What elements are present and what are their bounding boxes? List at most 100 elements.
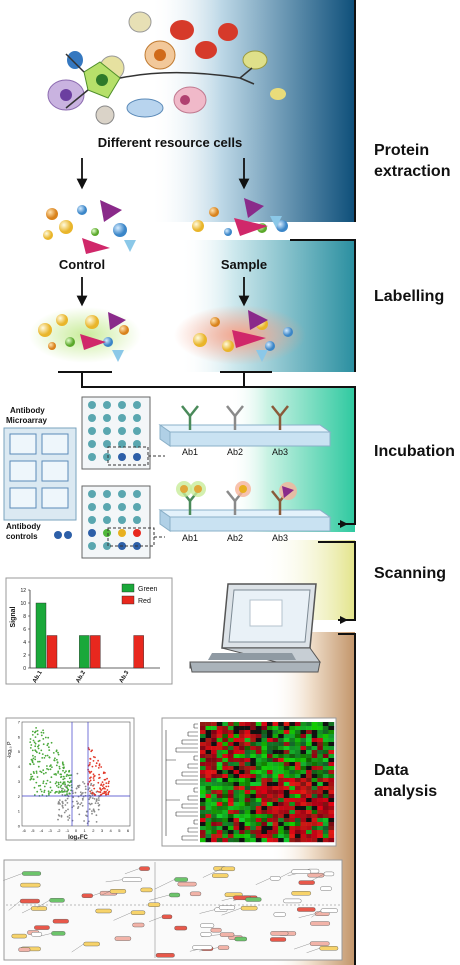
volcano-point: [89, 790, 91, 793]
heatmap-cell: [244, 818, 251, 823]
heatmap-cell: [283, 822, 290, 827]
heatmap-cell: [294, 746, 301, 751]
heatmap-cell: [289, 750, 296, 755]
volcano-y-tick: 2: [18, 794, 21, 799]
heatmap-cell: [244, 838, 251, 843]
heatmap-cell: [233, 734, 240, 739]
heatmap-cell: [233, 750, 240, 755]
heatmap-cell: [233, 778, 240, 783]
heatmap-cell: [244, 746, 251, 751]
heatmap-cell: [261, 802, 268, 807]
heatmap-cell: [200, 834, 206, 839]
heatmap-cell: [227, 802, 234, 807]
incubation-return-arrow: [340, 520, 348, 528]
heatmap-cell: [216, 734, 223, 739]
volcano-point: [95, 798, 98, 801]
heatmap-cell: [233, 830, 240, 835]
heatmap-cell: [272, 770, 279, 775]
heatmap-cell: [261, 834, 268, 839]
array-spot: [133, 503, 141, 511]
heatmap-cell: [255, 770, 262, 775]
heatmap-cell: [216, 778, 223, 783]
heatmap: [161, 717, 337, 847]
heatmap-cell: [311, 770, 318, 775]
heatmap-cell: [205, 746, 212, 751]
heatmap-cell: [300, 822, 307, 827]
volcano-point: [88, 787, 91, 789]
volcano-point: [67, 774, 70, 777]
volcano-point: [47, 736, 50, 739]
heatmap-cell: [239, 746, 245, 751]
heatmap-cell: [261, 758, 268, 763]
heatmap-cell: [278, 766, 284, 771]
dendrogram-branch: [187, 795, 198, 801]
heatmap-cell: [267, 786, 273, 791]
heatmap-cell: [300, 762, 307, 767]
volcano-point: [98, 763, 101, 766]
heatmap-cell: [317, 818, 324, 823]
volcano-point: [47, 742, 49, 745]
stage-data-analysis-line1: Data: [374, 762, 409, 779]
volcano-point: [84, 791, 87, 794]
volcano-point: [62, 778, 65, 781]
volcano-point: [79, 791, 82, 794]
volcano-xlabel: log₂FC: [68, 835, 88, 841]
heatmap-cell: [294, 802, 301, 807]
controls-label-line2: controls: [6, 532, 38, 541]
array-spot: [103, 503, 111, 511]
heatmap-cell: [328, 742, 335, 747]
heatmap-cell: [306, 794, 312, 799]
heatmap-cell: [205, 818, 212, 823]
heatmap-cell: [272, 794, 279, 799]
heatmap-cell: [216, 838, 223, 843]
dendrogram-branch: [187, 763, 198, 769]
heatmap-cell: [317, 806, 324, 811]
volcano-point: [98, 804, 101, 806]
heatmap-cell: [205, 774, 212, 779]
heatmap-cell: [283, 738, 290, 743]
stage-scanning: Scanning: [374, 565, 446, 582]
heatmap-cell: [205, 726, 212, 731]
volcano-x-tick: 3: [101, 828, 104, 833]
heatmap-cell: [294, 774, 301, 779]
pathway-node: [234, 936, 248, 942]
volcano-point: [82, 792, 84, 794]
heatmap-cell: [317, 742, 324, 747]
heatmap-cell: [272, 738, 279, 743]
heatmap-cell: [311, 818, 318, 823]
heatmap-cell: [216, 810, 223, 815]
pathway-node: [245, 897, 262, 902]
bar-chart-ylabel: Signal: [10, 606, 17, 627]
heatmap-cell: [322, 770, 329, 775]
heatmap-cell: [300, 814, 307, 819]
heatmap-cell: [328, 818, 335, 823]
volcano-point: [92, 777, 95, 779]
heatmap-cell: [205, 814, 212, 819]
array-spot: [118, 529, 126, 537]
heatmap-cell: [267, 754, 273, 759]
antibody-arm: [271, 405, 281, 417]
heatmap-cell: [222, 778, 229, 783]
control-spot-1: [54, 531, 62, 539]
heatmap-cell: [244, 770, 251, 775]
heatmap-cell: [306, 786, 312, 791]
volcano-point: [39, 784, 42, 787]
heatmap-cell: [211, 738, 217, 743]
heatmap-cell: [200, 742, 206, 747]
bound-protein: [282, 486, 294, 498]
volcano-point: [91, 797, 94, 799]
heatmap-cell: [233, 806, 240, 811]
heatmap-cell: [294, 838, 301, 843]
pathway-node: [298, 880, 315, 885]
heatmap-cell: [267, 730, 273, 735]
heatmap-cell: [306, 838, 312, 843]
pathway-node: [177, 881, 197, 887]
volcano-point: [30, 773, 32, 776]
volcano-x-tick: -1: [66, 828, 70, 833]
heatmap-cell: [317, 814, 324, 819]
volcano-y-tick: 3: [18, 779, 21, 784]
heatmap-cell: [267, 790, 273, 795]
pathway-node: [174, 877, 189, 882]
heatmap-cell: [311, 838, 318, 843]
pathway-node: [132, 922, 145, 928]
